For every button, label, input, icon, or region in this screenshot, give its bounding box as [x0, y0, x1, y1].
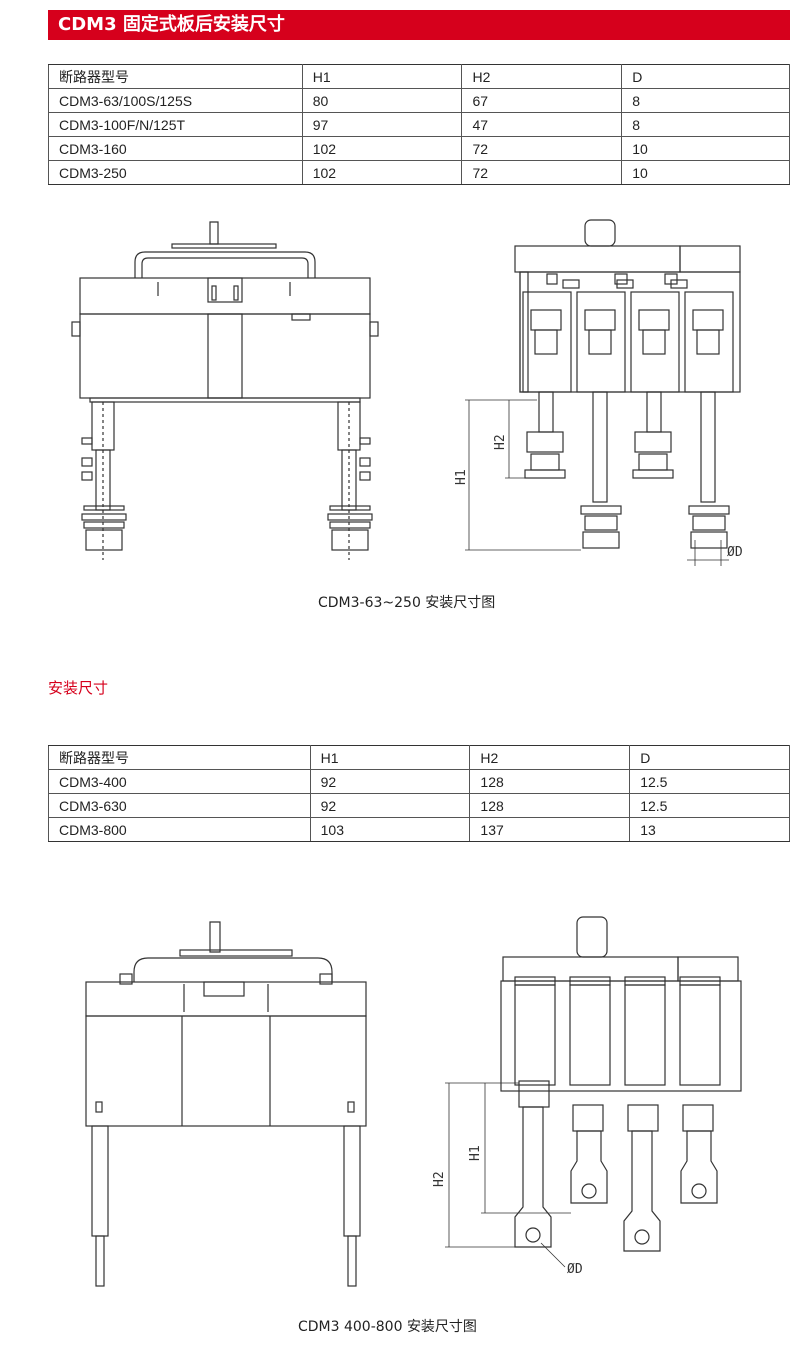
table-header-cell: D: [621, 64, 790, 89]
table-row: CDM3-250 102 72 10: [48, 160, 790, 185]
table-row: CDM3-160 102 72 10: [48, 136, 790, 161]
table-header-cell: 断路器型号: [48, 64, 303, 89]
figure-caption-2: CDM3 400-800 安装尺寸图: [298, 1319, 477, 1335]
table-header-row: 断路器型号 H1 H2 D: [48, 745, 790, 770]
table-header-row: 断路器型号 H1 H2 D: [48, 64, 790, 89]
table-cell: 72: [461, 160, 623, 185]
table-cell: CDM3-100F/N/125T: [48, 112, 303, 137]
table-cell: 128: [469, 793, 631, 818]
breaker-rear-view-1: H1 H2 ØD: [455, 219, 743, 566]
table-row: CDM3-800 103 137 13: [48, 817, 790, 842]
table-header-cell: H1: [309, 745, 471, 770]
table-cell: 67: [461, 88, 623, 113]
table-cell: CDM3-400: [48, 769, 311, 794]
table-cell: 92: [309, 793, 471, 818]
table-cell: CDM3-160: [48, 136, 303, 161]
table-cell: 12.5: [629, 769, 790, 794]
table-cell: 13: [629, 817, 790, 842]
table-row: CDM3-400 92 128 12.5: [48, 769, 790, 794]
table-row: CDM3-100F/N/125T 97 47 8: [48, 112, 790, 137]
table-cell: 137: [469, 817, 631, 842]
table-cell: 10: [621, 160, 790, 185]
table-cell: 102: [301, 136, 463, 161]
d-label: ØD: [567, 1262, 583, 1277]
figure-caption-1: CDM3-63~250 安装尺寸图: [318, 595, 496, 611]
table-cell: 128: [469, 769, 631, 794]
section-title: 安装尺寸: [48, 679, 109, 697]
table-cell: 8: [621, 112, 790, 137]
table-cell: 12.5: [629, 793, 790, 818]
table-cell: CDM3-800: [48, 817, 311, 842]
h2-label: H2: [493, 434, 508, 450]
h2-label: H2: [432, 1171, 447, 1187]
d-label: ØD: [727, 545, 743, 560]
table-header-cell: 断路器型号: [48, 745, 311, 770]
table-header-cell: D: [629, 745, 790, 770]
table-cell: 8: [621, 88, 790, 113]
spec-table-1: 断路器型号 H1 H2 D CDM3-63/100S/125S 80 67 8 …: [48, 64, 790, 185]
table-cell: 10: [621, 136, 790, 161]
table-row: CDM3-630 92 128 12.5: [48, 793, 790, 818]
table-cell: 47: [461, 112, 623, 137]
page-title: CDM3 固定式板后安装尺寸: [48, 10, 790, 40]
breaker-rear-view-2: H2 H1 ØD: [432, 916, 742, 1277]
table-cell: 103: [309, 817, 471, 842]
table-header-cell: H2: [469, 745, 631, 770]
table-header-cell: H1: [301, 64, 463, 89]
h1-label: H1: [455, 469, 469, 485]
table-header-cell: H2: [461, 64, 623, 89]
table-cell: CDM3-630: [48, 793, 311, 818]
h1-label: H1: [468, 1145, 483, 1161]
table-cell: 72: [461, 136, 623, 161]
table-cell: CDM3-250: [48, 160, 303, 185]
table-cell: 80: [301, 88, 463, 113]
table-cell: 97: [301, 112, 463, 137]
table-cell: 102: [301, 160, 463, 185]
table-cell: 92: [309, 769, 471, 794]
breaker-side-view-1: [71, 221, 379, 560]
table-row: CDM3-63/100S/125S 80 67 8: [48, 88, 790, 113]
breaker-side-view-2: [85, 921, 367, 1287]
spec-table-2: 断路器型号 H1 H2 D CDM3-400 92 128 12.5 CDM3-…: [48, 745, 790, 842]
table-cell: CDM3-63/100S/125S: [48, 88, 303, 113]
